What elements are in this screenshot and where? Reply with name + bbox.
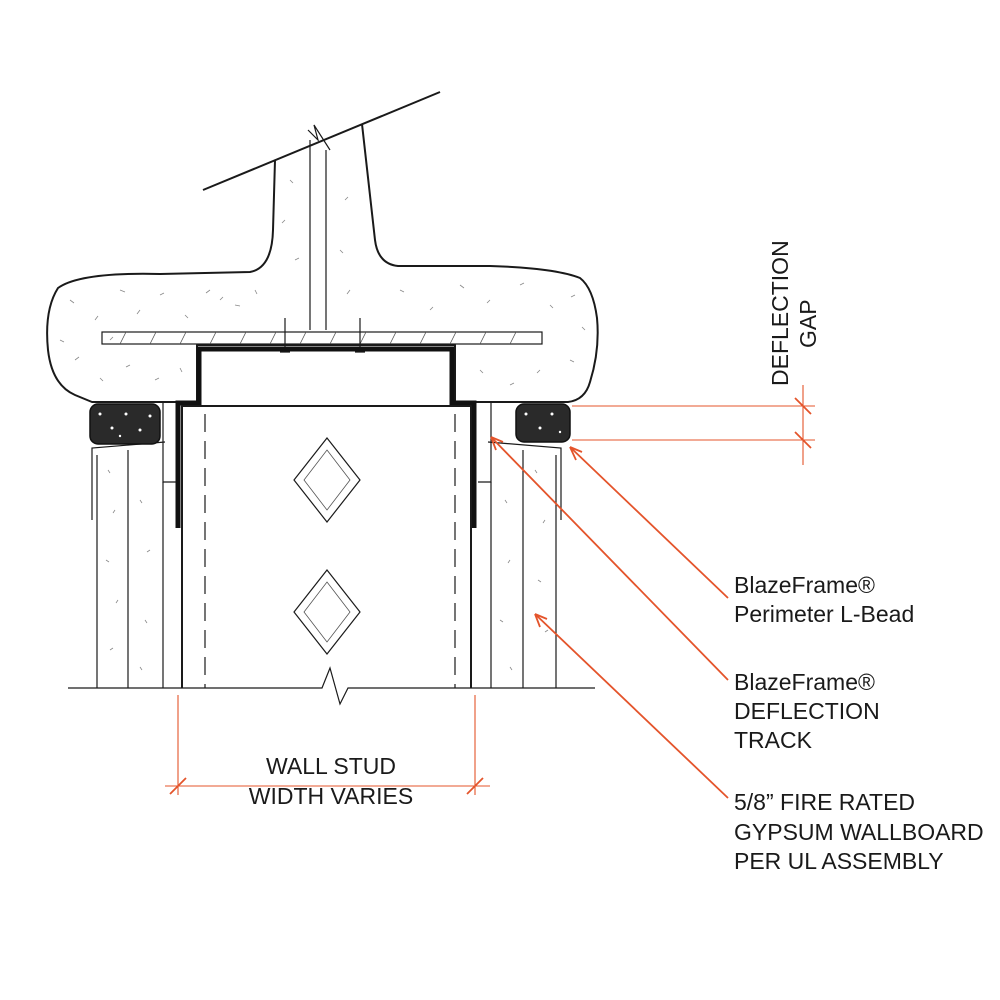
deck-top-break-line — [202, 91, 441, 191]
sealant-right — [515, 403, 571, 443]
stud-width-label-line1: WALL STUD — [266, 753, 396, 779]
bottom-break-line — [68, 666, 595, 706]
stud-width-label-line2: WIDTH VARIES — [249, 783, 413, 809]
deflection-gap-label: DEFLECTION GAP — [767, 240, 821, 386]
deflection-track-channel — [175, 346, 477, 528]
wall-stud — [181, 405, 472, 688]
leader-l-bead-arrow — [569, 446, 583, 461]
sealant-texture — [98, 412, 562, 438]
concrete-slab-outline — [46, 123, 599, 403]
gypsum-label-line2: GYPSUM WALLBOARD — [734, 819, 984, 845]
stud-knockout-lower — [293, 569, 361, 655]
break-symbol — [307, 124, 331, 151]
plate-hatch — [119, 331, 517, 345]
stud-tick-left — [169, 777, 187, 795]
leader-l-bead — [569, 446, 729, 599]
l-bead-label-line1: BlazeFrame® — [734, 572, 875, 598]
l-bead-right — [487, 441, 562, 520]
stud-tick-right — [466, 777, 484, 795]
deflection-gap-label-line2: GAP — [795, 299, 821, 348]
leader-gypsum-arrow — [534, 613, 548, 628]
gypsum-wallboard — [91, 441, 562, 688]
stud-knockout-upper — [293, 437, 361, 523]
gap-tick-bottom — [794, 431, 812, 449]
concrete-deck — [46, 91, 599, 403]
gypsum-texture — [105, 469, 549, 671]
concrete-aggregate — [59, 179, 586, 386]
gypsum-label-line1: 5/8” FIRE RATED — [734, 789, 915, 815]
leader-deflection-track — [490, 436, 729, 681]
stud-body — [181, 405, 472, 688]
deflection-gap-dimension — [572, 385, 815, 465]
leader-lines — [490, 436, 729, 799]
gypsum-label-line3: PER UL ASSEMBLY — [734, 848, 944, 874]
embedded-plate — [101, 331, 543, 345]
stud-knockout-upper-inner — [303, 449, 351, 511]
deflection-track-label-line3: TRACK — [734, 727, 813, 753]
deflection-gap-label-line1: DEFLECTION — [767, 240, 793, 386]
deflection-track-label-line2: DEFLECTION — [734, 698, 880, 724]
stud-knockout-lower-inner — [303, 581, 351, 643]
anchor-fasteners — [280, 318, 365, 353]
stud-width-dimension — [165, 695, 490, 795]
sealant-joints — [89, 403, 571, 445]
leader-gypsum — [534, 613, 729, 799]
gap-tick-top — [794, 397, 812, 415]
l-bead-label-line2: Perimeter L-Bead — [734, 601, 914, 627]
sealant-left — [89, 403, 161, 445]
deflection-track-label-line1: BlazeFrame® — [734, 669, 875, 695]
leader-deflection-track-arrow — [490, 436, 504, 451]
